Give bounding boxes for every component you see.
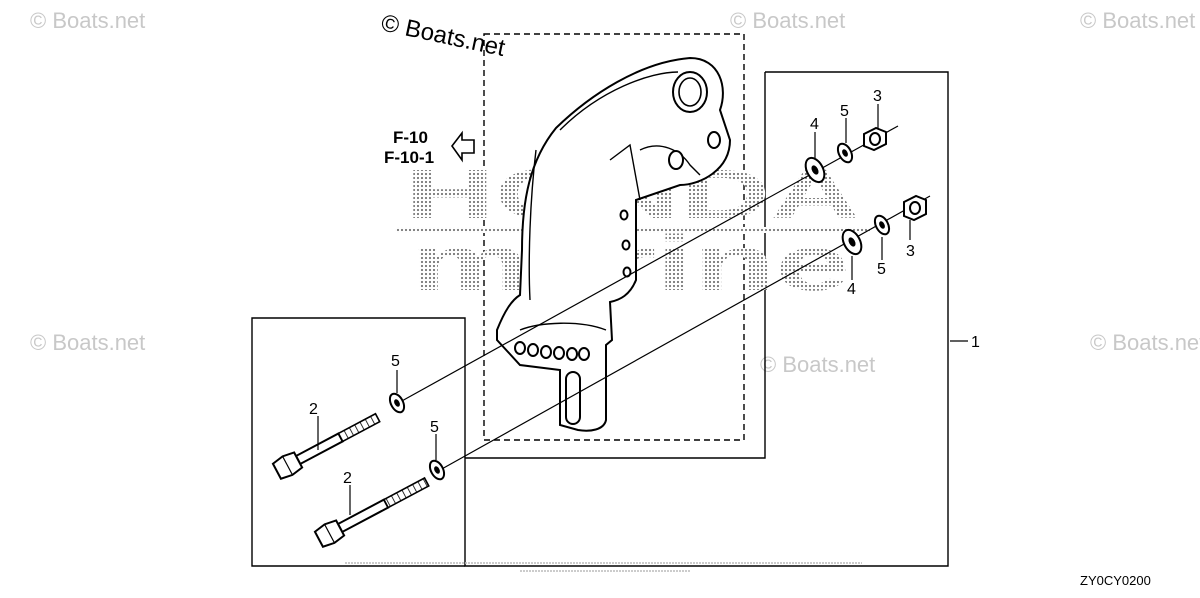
faint-watermarks: © Boats.net © Boats.net © Boats.net © Bo… — [30, 8, 1200, 377]
callout-3-lower: 3 — [906, 243, 915, 260]
left-hardware — [271, 392, 446, 548]
reference-arrow-group: F-10 F-10-1 — [384, 128, 475, 167]
fine-print — [345, 562, 862, 572]
faint-watermark: © Boats.net — [730, 8, 845, 33]
diagram-code: ZY0CY0200 — [1080, 573, 1151, 588]
faint-watermark: © Boats.net — [1090, 330, 1200, 355]
reference-f10: F-10 — [393, 128, 428, 147]
faint-watermark: © Boats.net — [760, 352, 875, 377]
callout-4-lower: 4 — [847, 281, 856, 298]
callout-5-left-lower: 5 — [430, 419, 439, 436]
callout-2-upper: 2 — [309, 401, 318, 418]
faint-watermark: © Boats.net — [30, 8, 145, 33]
bracket-dashed-outline — [483, 33, 745, 441]
thrust-rod-bracket — [496, 56, 732, 432]
callout-5-right-lower: 5 — [877, 261, 886, 278]
leader-lines — [317, 104, 968, 515]
callout-2-lower: 2 — [343, 470, 352, 487]
copyright-watermark: © Boats.net — [379, 9, 508, 62]
faint-watermark: © Boats.net — [1080, 8, 1195, 33]
left-arrow-icon — [451, 130, 475, 163]
hardware-outline — [251, 317, 466, 567]
bolt-lower — [313, 476, 430, 548]
callout-5-left-upper: 5 — [391, 353, 400, 370]
callout-5-right-upper: 5 — [840, 103, 849, 120]
callouts: 1 2 2 3 3 4 4 5 5 5 5 — [309, 88, 980, 487]
callout-1: 1 — [971, 334, 980, 351]
faint-watermark: © Boats.net — [30, 330, 145, 355]
reference-f10-1: F-10-1 — [384, 148, 434, 167]
callout-3-upper: 3 — [873, 88, 882, 105]
right-hardware — [804, 126, 927, 256]
callout-4-upper: 4 — [810, 116, 819, 133]
bolt-upper — [271, 412, 381, 480]
